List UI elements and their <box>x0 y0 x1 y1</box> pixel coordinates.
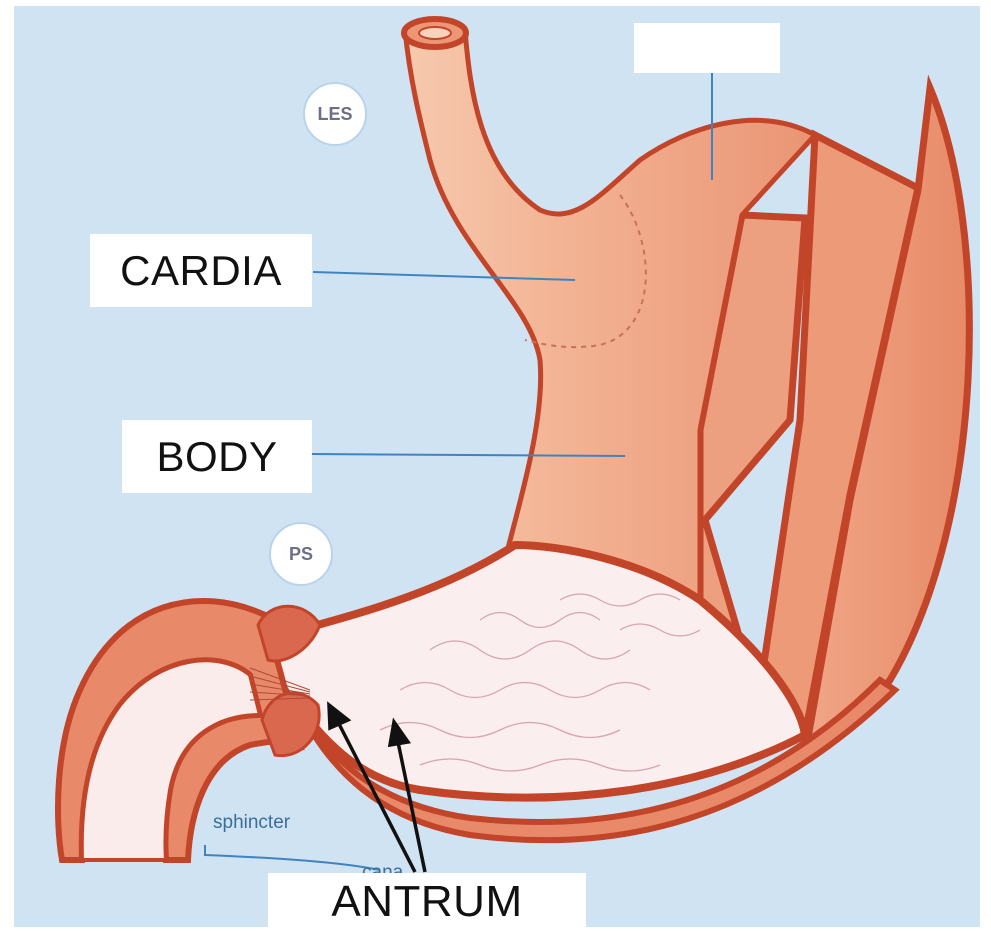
sphincter-text: sphincter <box>213 812 290 834</box>
blank-label-box <box>634 23 780 73</box>
antrum-label: ANTRUM <box>268 873 586 931</box>
esophagus-lumen <box>419 27 451 39</box>
les-marker: LES <box>303 82 367 146</box>
body-label: BODY <box>122 420 312 493</box>
cardia-label: CARDIA <box>90 234 312 307</box>
ps-marker: PS <box>269 522 333 586</box>
